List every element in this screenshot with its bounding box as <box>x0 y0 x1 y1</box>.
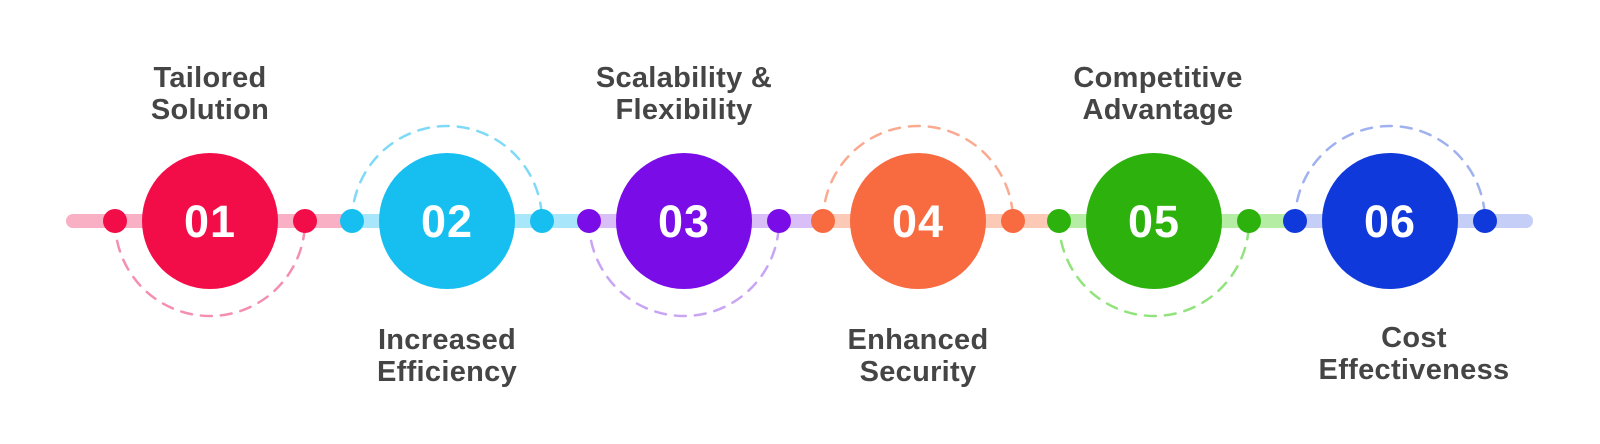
step-circle <box>379 153 515 289</box>
step-04: 04 Enhanced Security <box>811 124 1025 388</box>
dashed-arc-top <box>350 124 544 223</box>
step-label-line2: Advantage <box>1083 94 1234 126</box>
step-number: 04 <box>892 196 944 247</box>
step-label-line2: Effectiveness <box>1319 354 1510 386</box>
dashed-arc-bottom <box>1057 219 1251 318</box>
step-circle <box>1086 153 1222 289</box>
step-number: 03 <box>658 196 710 247</box>
timeline-dot-right <box>767 209 791 233</box>
step-circle <box>850 153 986 289</box>
step-label-line2: Efficiency <box>377 356 517 388</box>
timeline-dot-left <box>577 209 601 233</box>
step-label-line1: Tailored <box>153 62 266 94</box>
step-number: 02 <box>421 196 473 247</box>
dashed-arc-top <box>1293 124 1487 223</box>
timeline-dot-left <box>811 209 835 233</box>
timeline-dot-left <box>1047 209 1071 233</box>
step-03: 03 Scalability & Flexibility <box>577 62 791 318</box>
step-label-line1: Increased <box>378 324 516 356</box>
step-label-line1: Scalability & <box>596 62 772 94</box>
timeline-dot-right <box>1473 209 1497 233</box>
step-circle <box>1322 153 1458 289</box>
step-01: 01 Tailored Solution <box>103 62 317 318</box>
timeline-dot-right <box>293 209 317 233</box>
step-05: 05 Competitive Advantage <box>1047 62 1261 318</box>
step-number: 05 <box>1128 196 1180 247</box>
timeline-dot-right <box>1001 209 1025 233</box>
timeline-dot-right <box>530 209 554 233</box>
dashed-arc-top <box>821 124 1015 223</box>
dashed-arc-bottom <box>587 219 781 318</box>
step-number: 06 <box>1364 196 1416 247</box>
step-number: 01 <box>184 196 236 247</box>
step-circle <box>142 153 278 289</box>
timeline-dot-right <box>1237 209 1261 233</box>
timeline-dot-left <box>103 209 127 233</box>
step-06: 06 Cost Effectiveness <box>1283 124 1510 386</box>
timeline-dot-left <box>340 209 364 233</box>
step-label-line2: Security <box>860 356 977 388</box>
step-label-line1: Enhanced <box>848 324 989 356</box>
step-label-line1: Competitive <box>1073 62 1242 94</box>
step-label-line2: Solution <box>151 94 269 126</box>
timeline-dot-left <box>1283 209 1307 233</box>
dashed-arc-bottom <box>113 219 307 318</box>
step-02: 02 Increased Efficiency <box>340 124 554 388</box>
step-circle <box>616 153 752 289</box>
step-label-line2: Flexibility <box>615 94 752 126</box>
step-label-line1: Cost <box>1381 322 1447 354</box>
